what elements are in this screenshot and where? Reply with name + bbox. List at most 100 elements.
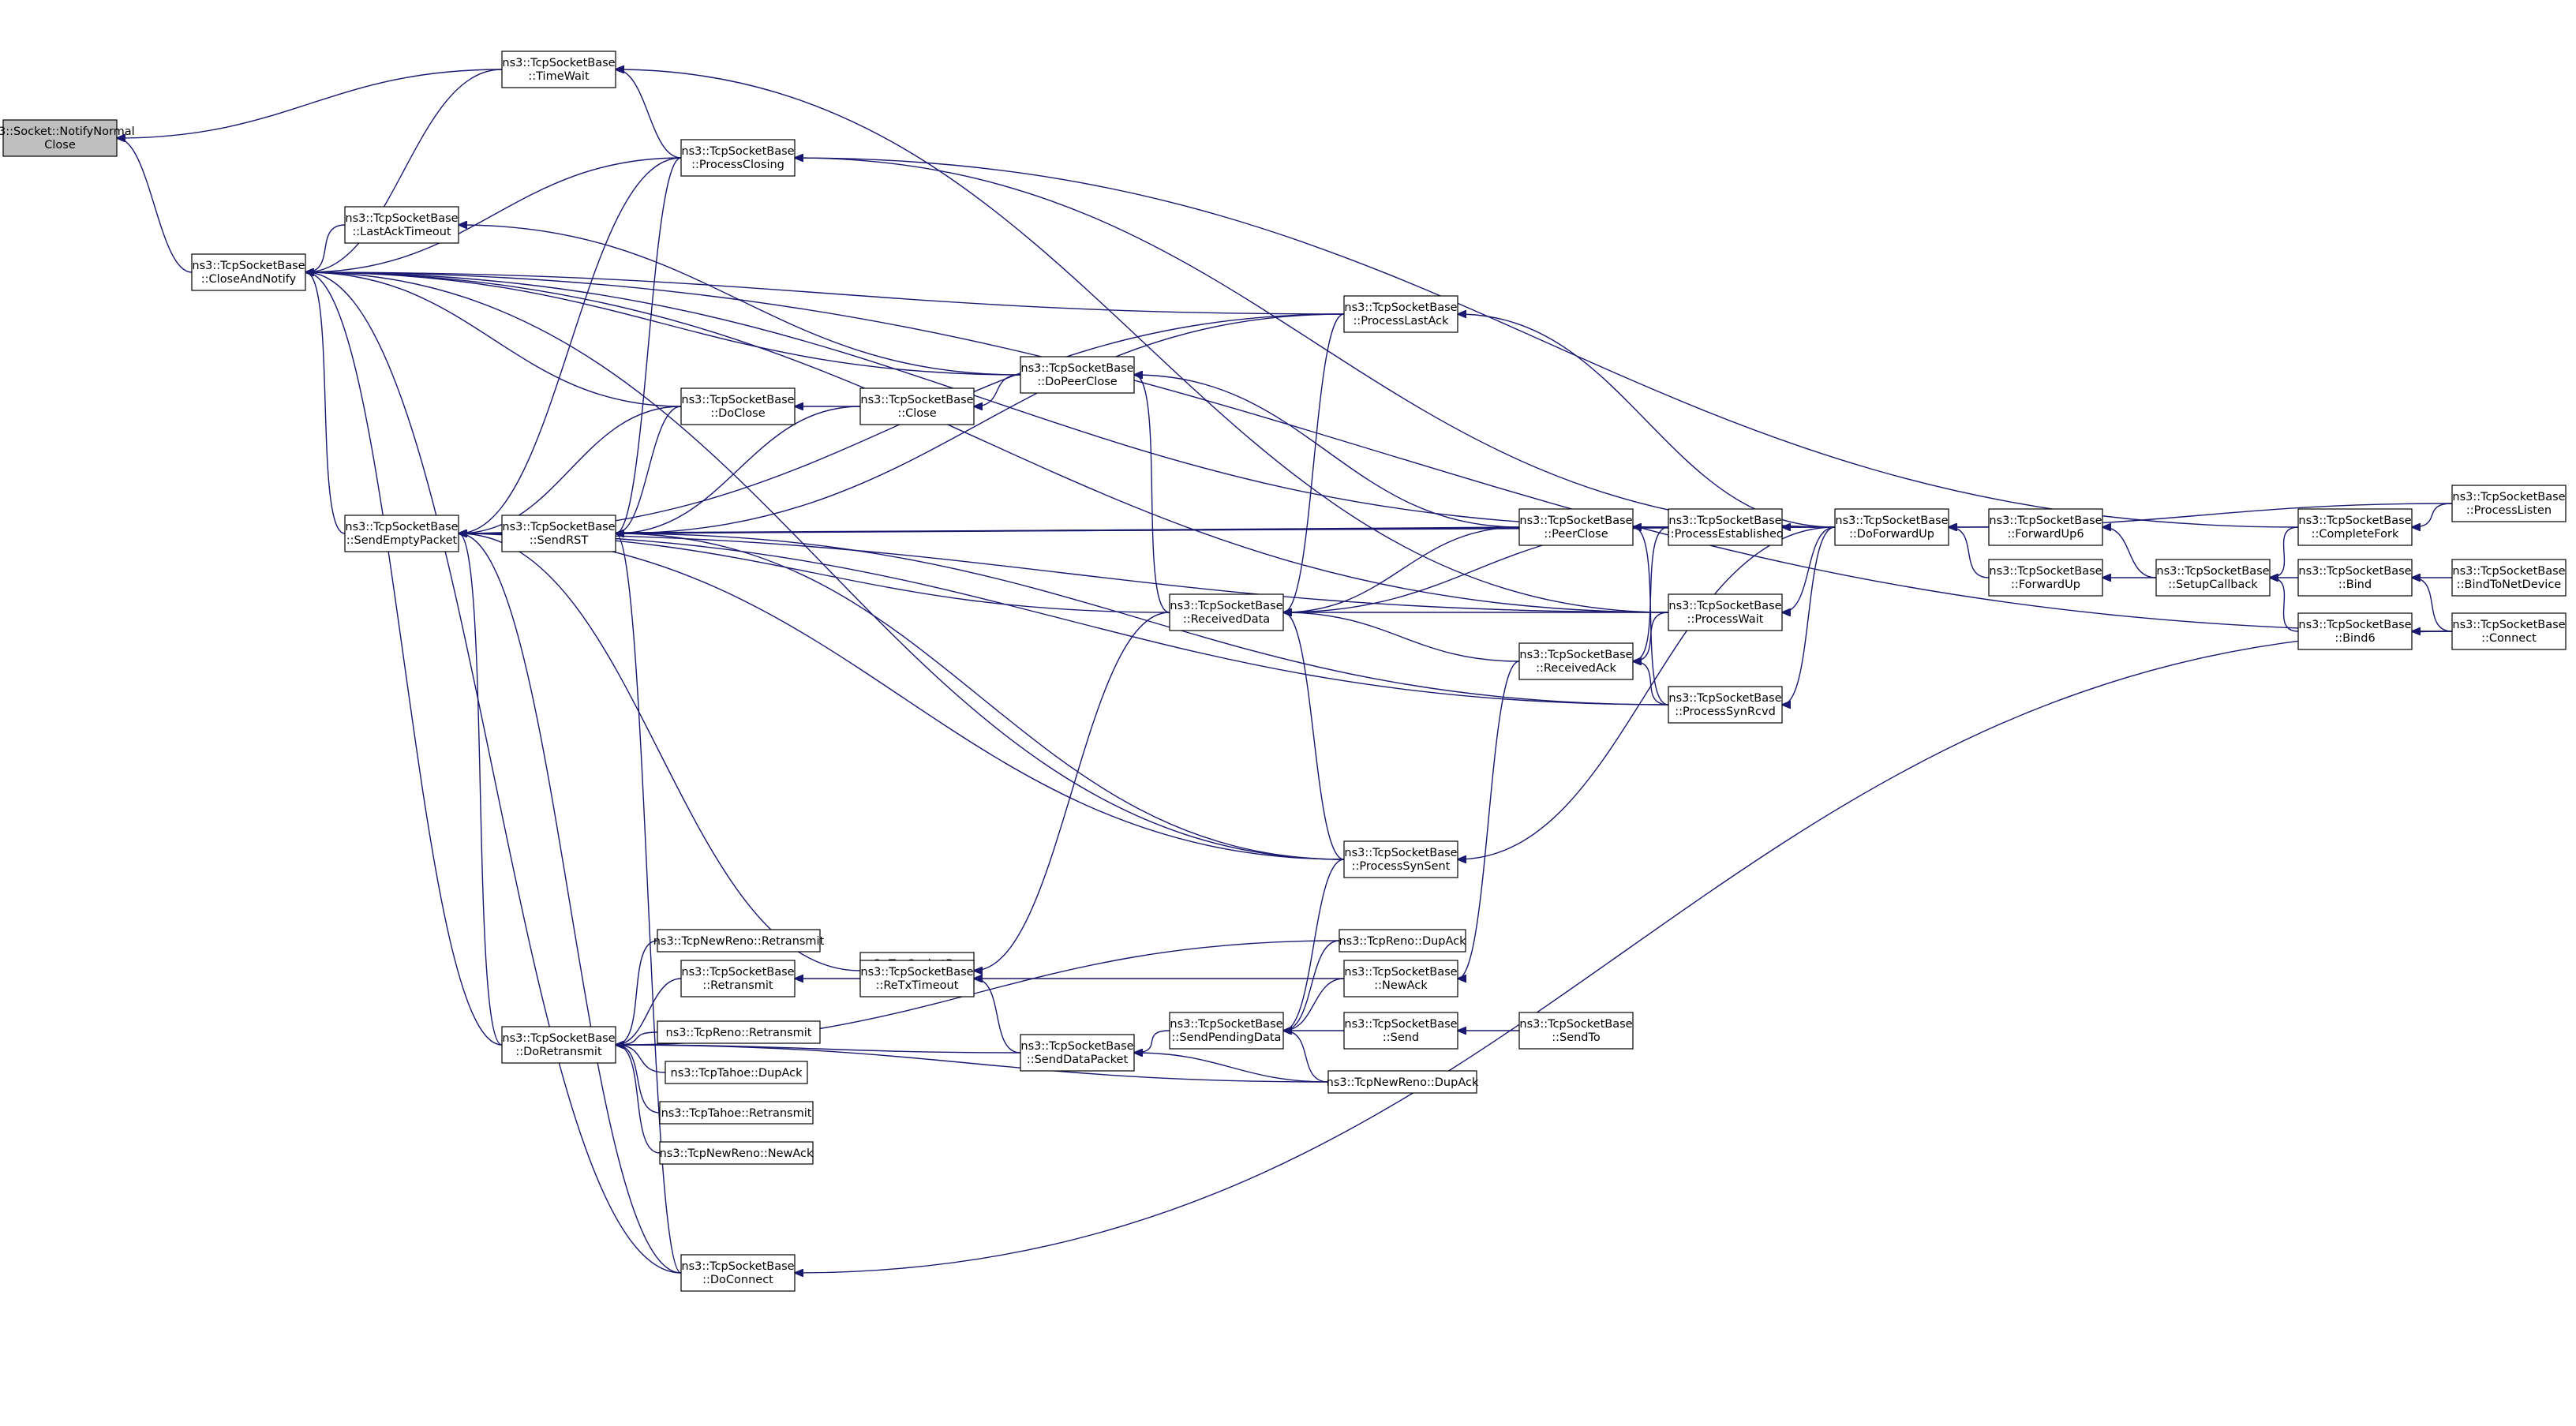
- node-process-wait[interactable]: ns3::TcpSocketBase::ProcessWait: [1668, 593, 1783, 631]
- node-label: ::LastAckTimeout: [352, 226, 451, 238]
- node-label: ns3::TcpSocketBase: [1519, 515, 1632, 527]
- node-label: ::ProcessClosing: [691, 159, 784, 171]
- node-label: ns3::TcpSocketBase: [1668, 600, 1781, 612]
- edge-newreno-retransmit-to-do-retransmit: [616, 940, 658, 1045]
- node-box: [1668, 593, 1783, 631]
- node-label: ::BindToNetDevice: [2457, 578, 2562, 591]
- node-new-ack[interactable]: ns3::TcpSocketBase::NewAck: [1343, 960, 1458, 997]
- edge-tahoe-dupack-to-do-retransmit: [616, 1045, 666, 1073]
- node-tahoe-dupack[interactable]: ns3::TcpTahoe::DupAck: [665, 1061, 808, 1084]
- node-do-close[interactable]: ns3::TcpSocketBase::DoClose: [680, 387, 796, 425]
- node-tcpsb-retransmit[interactable]: ns3::TcpSocketBase::Retransmit: [680, 960, 796, 997]
- node-do-forward-up[interactable]: ns3::TcpSocketBase::DoForwardUp: [1834, 508, 1949, 546]
- node-label: ns3::TcpSocketBase: [681, 1260, 794, 1273]
- node-box: [1343, 295, 1458, 333]
- node-bind[interactable]: ns3::TcpSocketBase::Bind: [2297, 559, 2413, 597]
- edge-peer-close-to-do-peer-close: [1134, 375, 1520, 528]
- edge-process-closing-to-send-empty-packet: [459, 157, 682, 533]
- node-retx-timeout[interactable]: ns3::TcpSocketBase::ReTxTimeout: [859, 960, 975, 997]
- node-label: ::ReceivedData: [1183, 613, 1270, 626]
- node-box: [1169, 1012, 1284, 1050]
- node-label: ::SendEmptyPacket: [346, 534, 458, 547]
- node-process-closing[interactable]: ns3::TcpSocketBase::ProcessClosing: [680, 139, 796, 177]
- node-process-established[interactable]: ns3::TcpSocketBase::ProcessEstablished: [1667, 508, 1784, 546]
- edge-connect-to-close-and-notify: [305, 272, 2453, 632]
- node-box: [1834, 508, 1949, 546]
- node-close-and-notify[interactable]: ns3::TcpSocketBase::CloseAndNotify: [191, 253, 306, 291]
- node-label: ns3::TcpSocketBase: [1170, 600, 1282, 612]
- node-send-rst[interactable]: ns3::TcpSocketBase::SendRST: [501, 515, 616, 552]
- edge-tahoe-retransmit-to-do-retransmit: [616, 1045, 661, 1113]
- node-tahoe-retransmit[interactable]: ns3::TcpTahoe::Retransmit: [659, 1101, 814, 1125]
- node-box: [1518, 642, 1634, 680]
- node-send-data-packet[interactable]: ns3::TcpSocketBase::SendDataPacket: [1020, 1034, 1135, 1072]
- node-process-last-ack[interactable]: ns3::TcpSocketBase::ProcessLastAck: [1343, 295, 1458, 333]
- node-newreno-dupack[interactable]: ns3::TcpNewReno::DupAck: [1327, 1070, 1479, 1094]
- edge-send-data-packet-to-do-retransmit: [616, 1045, 1021, 1054]
- node-reno-retransmit[interactable]: ns3::TcpReno::Retransmit: [657, 1020, 821, 1044]
- edge-do-retransmit-to-send-empty-packet: [459, 533, 503, 1046]
- edge-last-ack-timeout-to-close-and-notify: [305, 224, 346, 272]
- node-process-listen[interactable]: ns3::TcpSocketBase::ProcessListen: [2451, 485, 2567, 522]
- node-label: ::Bind: [2338, 578, 2372, 591]
- node-label: ns3::Socket::NotifyNormal: [0, 125, 135, 138]
- node-newreno-retransmit[interactable]: ns3::TcpNewReno::Retransmit: [653, 929, 825, 953]
- node-close[interactable]: ns3::TcpSocketBase::Close: [859, 387, 975, 425]
- node-last-ack-timeout[interactable]: ns3::TcpSocketBase::LastAckTimeout: [344, 206, 459, 244]
- node-process-syn-rcvd[interactable]: ns3::TcpSocketBase::ProcessSynRcvd: [1668, 686, 1783, 724]
- node-label: ::SendRST: [530, 534, 589, 547]
- edge-do-forward-up-to-process-syn-rcvd: [1782, 526, 1836, 705]
- node-bind6[interactable]: ns3::TcpSocketBase::Bind6: [2297, 612, 2413, 650]
- edge-do-forward-up-to-process-closing: [795, 158, 1836, 528]
- node-box: [191, 253, 306, 291]
- node-label: ns3::TcpTahoe::Retransmit: [661, 1107, 812, 1120]
- edge-connect-to-do-connect: [795, 631, 2453, 1273]
- node-do-connect[interactable]: ns3::TcpSocketBase::DoConnect: [680, 1254, 796, 1292]
- edge-forward-up-to-do-forward-up: [1949, 527, 1990, 578]
- node-box: [501, 51, 616, 88]
- node-forward-up6[interactable]: ns3::TcpSocketBase::ForwardUp6: [1988, 508, 2103, 546]
- node-box: [2451, 485, 2567, 522]
- edge-do-forward-up-to-process-last-ack: [1458, 314, 1836, 528]
- node-bind-to-net-device[interactable]: ns3::TcpSocketBase::BindToNetDevice: [2451, 559, 2567, 597]
- node-label: ns3::TcpSocketBase: [2298, 619, 2411, 631]
- edge-received-data-to-do-peer-close: [1134, 375, 1170, 613]
- node-label: ns3::TcpSocketBase: [681, 145, 794, 158]
- node-send-to[interactable]: ns3::TcpSocketBase::SendTo: [1518, 1012, 1634, 1050]
- node-setup-callback[interactable]: ns3::TcpSocketBase::SetupCallback: [2155, 559, 2271, 597]
- edge-do-peer-close-to-last-ack-timeout: [459, 225, 1021, 376]
- node-send[interactable]: ns3::TcpSocketBase::Send: [1343, 1012, 1458, 1050]
- node-process-syn-sent[interactable]: ns3::TcpSocketBase::ProcessSynSent: [1343, 840, 1458, 878]
- node-received-data[interactable]: ns3::TcpSocketBase::ReceivedData: [1169, 593, 1284, 631]
- node-label: ns3::TcpSocketBase: [1668, 692, 1781, 705]
- node-do-retransmit[interactable]: ns3::TcpSocketBase::DoRetransmit: [501, 1026, 616, 1064]
- edge-do-connect-to-close-and-notify: [305, 272, 682, 1274]
- node-time-wait[interactable]: ns3::TcpSocketBase::TimeWait: [501, 51, 616, 88]
- edge-process-last-ack-to-close-and-notify: [305, 272, 1345, 315]
- node-label: ::NewAck: [1374, 979, 1428, 992]
- node-box: [2, 119, 118, 157]
- edge-process-closing-to-time-wait: [616, 69, 682, 159]
- edge-process-syn-sent-to-received-data: [1283, 612, 1345, 860]
- node-label: ns3::TcpSocketBase: [1020, 1040, 1133, 1053]
- node-box: [1518, 508, 1634, 546]
- node-label: ns3::TcpSocketBase: [2156, 565, 2269, 578]
- edge-do-close-to-close-and-notify: [305, 272, 682, 407]
- node-newreno-newack[interactable]: ns3::TcpNewReno::NewAck: [659, 1141, 814, 1165]
- edge-received-data-to-del-ack-timeout: [974, 612, 1170, 971]
- edge-close-and-notify-to-notify-normal-close: [117, 138, 193, 273]
- node-connect[interactable]: ns3::TcpSocketBase::Connect: [2451, 612, 2567, 650]
- node-peer-close[interactable]: ns3::TcpSocketBase::PeerClose: [1518, 508, 1634, 546]
- edge-process-syn-rcvd-to-send-empty-packet: [459, 533, 1669, 706]
- node-box: [680, 960, 796, 997]
- node-send-empty-packet[interactable]: ns3::TcpSocketBase::SendEmptyPacket: [344, 515, 459, 552]
- node-forward-up[interactable]: ns3::TcpSocketBase::ForwardUp: [1988, 559, 2103, 597]
- node-reno-dupack[interactable]: ns3::TcpReno::DupAck: [1339, 929, 1466, 953]
- node-complete-fork[interactable]: ns3::TcpSocketBase::CompleteFork: [2297, 508, 2413, 546]
- node-label: ns3::TcpSocketBase: [860, 394, 973, 406]
- node-do-peer-close[interactable]: ns3::TcpSocketBase::DoPeerClose: [1020, 356, 1135, 394]
- node-received-ack[interactable]: ns3::TcpSocketBase::ReceivedAck: [1518, 642, 1634, 680]
- node-send-pending-data[interactable]: ns3::TcpSocketBase::SendPendingData: [1169, 1012, 1284, 1050]
- node-box: [1343, 960, 1458, 997]
